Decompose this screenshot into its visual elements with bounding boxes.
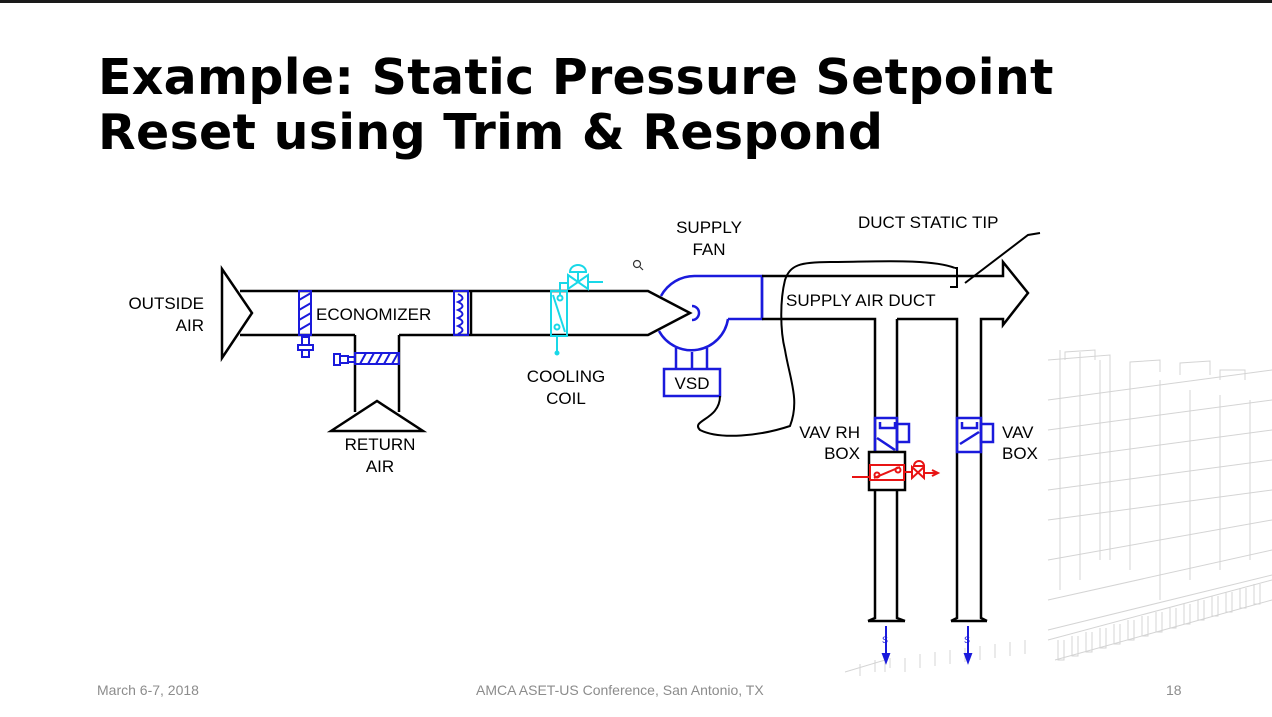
footer-date: March 6-7, 2018 [97, 682, 199, 698]
label-outside-air-line-2: AIR [176, 316, 204, 335]
slide-title-line-1: Example: Static Pressure Setpoint [98, 49, 1054, 106]
label-vav-rh-box-line-1: VAV RH [799, 423, 860, 442]
slide-title-line-2: Reset using Trim & Respond [98, 104, 884, 161]
static-pressure-wiring [697, 232, 1041, 437]
label-outside-air-line-1: OUTSIDE [128, 294, 204, 313]
label-supply-fan-line-1: SUPPLY [676, 218, 742, 237]
magnifier-icon [632, 259, 644, 271]
label-cooling-coil-line-1: COOLING [527, 367, 605, 386]
mixing-duct [240, 289, 693, 412]
label-duct-static-tip: DUCT STATIC TIP [858, 213, 998, 232]
label-vav-box-line-1: VAV [1002, 423, 1034, 442]
supply-symbol-2: S [964, 635, 970, 645]
label-return-air-line-2: AIR [366, 457, 394, 476]
return-air-damper [333, 352, 400, 366]
return-air-inlet [326, 399, 428, 433]
slide-title: Example: Static Pressure Setpoint Reset … [98, 50, 1054, 160]
label-supply-air-duct: SUPPLY AIR DUCT [786, 291, 936, 310]
label-vav-rh-box-line-2: BOX [824, 444, 860, 463]
top-border [0, 0, 1272, 3]
filter [453, 290, 473, 336]
supply-symbol-1: S [882, 635, 888, 645]
footer-page-number: 18 [1166, 682, 1182, 698]
footer-conference: AMCA ASET-US Conference, San Antonio, TX [476, 682, 764, 698]
vav-rh-box-damper [873, 416, 911, 454]
background-building-art [844, 349, 1272, 676]
label-supply-fan-line-2: FAN [692, 240, 725, 259]
supply-fan [657, 274, 764, 369]
label-vsd: VSD [675, 374, 710, 393]
outside-air-damper [297, 290, 314, 358]
vav-box-damper [955, 416, 995, 454]
label-economizer: ECONOMIZER [316, 305, 431, 324]
supply-outlet-arrows [881, 626, 973, 665]
label-return-air-line-1: RETURN [345, 435, 416, 454]
label-vav-box-line-2: BOX [1002, 444, 1038, 463]
vsd-box [662, 367, 722, 398]
reheat-coil [852, 460, 941, 481]
outside-air-inlet [220, 264, 254, 363]
cooling-coil [550, 264, 603, 356]
label-cooling-coil-line-2: COIL [546, 389, 586, 408]
